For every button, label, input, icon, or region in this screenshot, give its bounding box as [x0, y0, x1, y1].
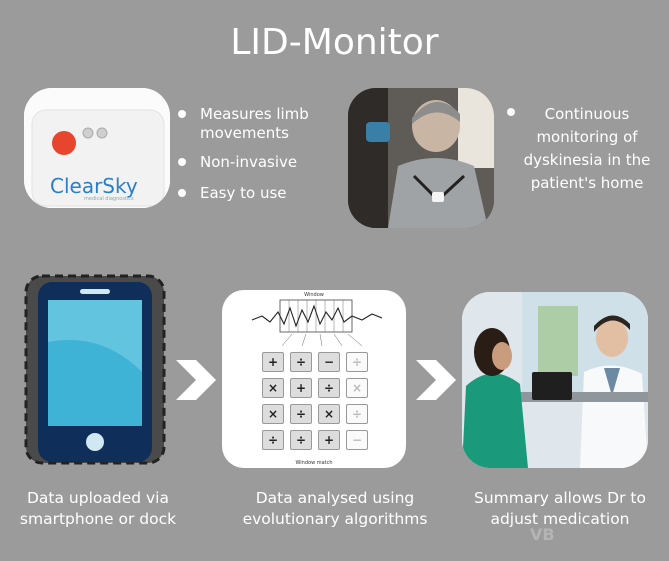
smartphone-image — [22, 272, 168, 467]
patient-photo — [348, 88, 494, 228]
page-title: LID-Monitor — [230, 22, 439, 63]
clearsky-device-graphic — [24, 88, 170, 208]
algorithm-diagram: Window +÷−÷×+÷××÷×÷÷÷+− Window match — [222, 290, 406, 468]
smartphone-icon — [24, 274, 166, 465]
operator-cell: + — [318, 430, 340, 450]
operator-cell: ÷ — [290, 430, 312, 450]
feature-item: Non-invasive — [176, 153, 336, 172]
right-feature-list: Continuous monitoring of dyskinesia in t… — [505, 103, 655, 195]
chevron-right-icon — [416, 360, 456, 400]
feature-item: Continuous monitoring of dyskinesia in t… — [505, 103, 655, 195]
red-button-icon — [52, 131, 76, 155]
feature-item: Easy to use — [176, 184, 336, 203]
doctor-patient-graphic — [462, 292, 648, 468]
feature-item: Measures limb movements — [176, 105, 336, 143]
operator-cell: ÷ — [346, 352, 368, 372]
operator-grid: +÷−÷×+÷××÷×÷÷÷+− — [262, 352, 368, 456]
chevron-right-icon — [176, 360, 216, 400]
device-brand: ClearSky — [50, 174, 138, 198]
operator-row: × ÷ × ÷ — [262, 404, 368, 424]
patient-drinking-graphic — [348, 88, 494, 228]
caption-analysis: Data analysed using evolutionary algorit… — [242, 489, 428, 528]
diagram-match-label: Window match — [295, 460, 333, 466]
operator-row: ÷ ÷ +− — [262, 430, 368, 450]
diagram-window-label: Window — [304, 292, 324, 298]
doctor-consultation-photo — [462, 292, 648, 468]
operator-cell: × — [262, 404, 284, 424]
operator-cell: − — [346, 430, 368, 450]
operator-cell: − — [318, 352, 340, 372]
caption-summary: Summary allows Dr to adjust medication — [474, 489, 646, 528]
operator-row: × + ÷ × — [262, 378, 368, 398]
operator-cell: + — [262, 352, 284, 372]
operator-cell: ÷ — [318, 378, 340, 398]
device-image: ClearSky medical diagnostics — [24, 88, 170, 208]
device-subtext: medical diagnostics — [84, 196, 134, 202]
operator-row: + ÷−÷ — [262, 352, 368, 372]
operator-cell: × — [346, 378, 368, 398]
operator-cell: × — [318, 404, 340, 424]
operator-cell: ÷ — [262, 430, 284, 450]
operator-cell: + — [290, 378, 312, 398]
operator-cell: ÷ — [290, 352, 312, 372]
signal-waveform — [251, 299, 383, 347]
watermark: VB — [530, 525, 555, 544]
operator-cell: ÷ — [346, 404, 368, 424]
caption-upload: Data uploaded via smartphone or dock — [19, 489, 177, 528]
operator-cell: × — [262, 378, 284, 398]
operator-cell: ÷ — [290, 404, 312, 424]
left-feature-list: Measures limb movements Non-invasive Eas… — [176, 105, 336, 203]
